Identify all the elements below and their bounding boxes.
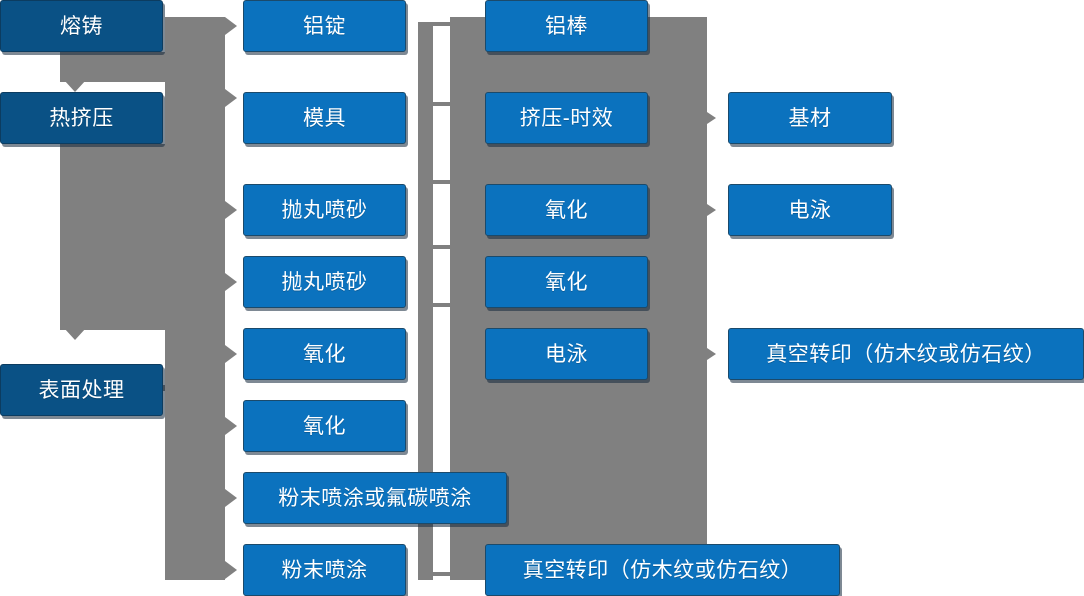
connector-trunk-left bbox=[165, 17, 225, 580]
step-box-mold[interactable]: 模具 bbox=[243, 92, 406, 144]
treatment-box-electrophoresis[interactable]: 电泳 bbox=[485, 328, 648, 380]
treatment-box-oxidation-2[interactable]: 氧化 bbox=[485, 256, 648, 308]
connector-rung-3 bbox=[430, 180, 452, 184]
stage-box-hot-extrusion[interactable]: 热挤压 bbox=[0, 92, 163, 144]
step-box-shot-blasting-1[interactable]: 抛丸喷砂 bbox=[243, 184, 406, 236]
connector-arm-mid bbox=[60, 144, 170, 330]
step-box-powder-coating[interactable]: 粉末喷涂 bbox=[243, 544, 406, 596]
arrowhead-to-output-2 bbox=[707, 204, 716, 216]
arrowhead-to-step-3 bbox=[225, 201, 237, 219]
treatment-box-aluminum-bar[interactable]: 铝棒 bbox=[485, 0, 648, 52]
connector-rung-1 bbox=[430, 22, 452, 26]
connector-rung-6 bbox=[430, 572, 452, 576]
connector-arm-top bbox=[60, 52, 170, 82]
arrowhead-to-step-1 bbox=[225, 17, 237, 35]
step-box-aluminum-ingot[interactable]: 铝锭 bbox=[243, 0, 406, 52]
arrowhead-to-step-2 bbox=[225, 89, 237, 107]
step-box-oxidation-1[interactable]: 氧化 bbox=[243, 328, 406, 380]
connector-stub-surface bbox=[163, 385, 193, 391]
arrowhead-to-output-1 bbox=[707, 112, 716, 124]
connector-rung-4 bbox=[430, 245, 452, 249]
arrowhead-to-step-6 bbox=[225, 417, 237, 435]
treatment-box-extrusion-aging[interactable]: 挤压-时效 bbox=[485, 92, 648, 144]
step-box-shot-blasting-2[interactable]: 抛丸喷砂 bbox=[243, 256, 406, 308]
arrowhead-to-step-8 bbox=[225, 561, 237, 579]
connector-rung-5 bbox=[430, 303, 452, 307]
output-box-electrophoresis[interactable]: 电泳 bbox=[728, 184, 892, 236]
connector-rung-2 bbox=[430, 102, 452, 106]
step-box-oxidation-2[interactable]: 氧化 bbox=[243, 400, 406, 452]
arrowhead-to-step-4 bbox=[225, 273, 237, 291]
treatment-box-vacuum-transfer-print[interactable]: 真空转印（仿木纹或仿石纹） bbox=[485, 544, 840, 596]
output-box-vacuum-transfer-print[interactable]: 真空转印（仿木纹或仿石纹） bbox=[728, 328, 1084, 380]
arrowhead-to-step-7 bbox=[225, 489, 237, 507]
arrowhead-to-step-5 bbox=[225, 345, 237, 363]
treatment-box-oxidation-1[interactable]: 氧化 bbox=[485, 184, 648, 236]
step-box-powder-or-fluorocarbon-coating[interactable]: 粉末喷涂或氟碳喷涂 bbox=[243, 472, 507, 524]
connector-rail-1 bbox=[418, 22, 433, 580]
arrowhead-to-output-3 bbox=[707, 348, 716, 360]
output-box-base-material[interactable]: 基材 bbox=[728, 92, 892, 144]
stage-box-melting[interactable]: 熔铸 bbox=[0, 0, 163, 52]
stage-box-surface-treatment[interactable]: 表面处理 bbox=[0, 364, 163, 416]
connector-arrowhead-down-2 bbox=[64, 328, 86, 340]
connector-arrowhead-down-1 bbox=[64, 80, 86, 92]
